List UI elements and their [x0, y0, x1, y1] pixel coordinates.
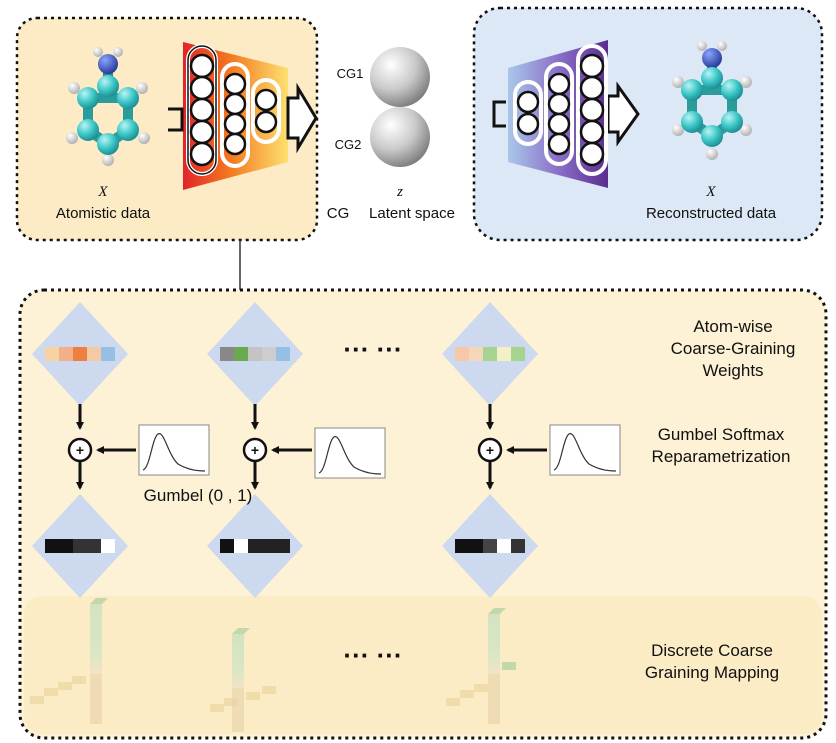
bead-label-cg2: CG2 [335, 137, 362, 152]
mapping-bars [210, 628, 276, 732]
bead-label-cg1: CG1 [337, 66, 364, 81]
row-label-line: Atom-wise [693, 317, 772, 336]
row-label-line: Discrete Coarse [651, 641, 773, 660]
sum-symbol: + [76, 442, 84, 458]
sum-symbol: + [486, 442, 494, 458]
column-1: + [30, 302, 210, 724]
decoder-variable: X [705, 184, 716, 200]
mapping-bars [30, 598, 108, 724]
onehot-vector [455, 539, 525, 553]
latent-label: Latent space [369, 205, 455, 222]
encoder-network-icon [168, 42, 318, 190]
sum-node [477, 437, 503, 463]
gumbel-plot [549, 424, 621, 476]
latent-variable: z [396, 184, 403, 200]
reconstructed-molecule-icon [672, 41, 752, 160]
row-label-line: Reparametrization [652, 447, 791, 466]
row-label-line: Weights [702, 361, 763, 380]
sum-node [67, 437, 93, 463]
gumbel-noise-label: Gumbel (0 , 1) [144, 486, 253, 505]
row-label-line: Gumbel Softmax [658, 425, 785, 444]
encoder-variable: X [97, 184, 108, 200]
weights-vector [220, 347, 290, 361]
cg-bead-2 [370, 107, 430, 167]
onehot-vector [220, 539, 290, 553]
decoder-network-icon [492, 40, 640, 188]
encoder-label: Atomistic data [56, 205, 151, 222]
weights-vector [455, 347, 525, 361]
onehot-vector [45, 539, 115, 553]
bottom-panel-fade [24, 596, 822, 734]
cg-bead-1 [370, 47, 430, 107]
ellipsis-top: ··· ··· [343, 334, 402, 364]
row-label-line: Graining Mapping [645, 663, 779, 682]
column-2: + [207, 302, 386, 732]
ellipsis-bottom: ··· ··· [343, 640, 402, 670]
sum-symbol: + [251, 442, 259, 458]
atomistic-molecule-icon [66, 47, 150, 166]
sum-node [242, 437, 268, 463]
decoder-label: Reconstructed data [646, 205, 777, 222]
cg-label: CG [327, 205, 350, 222]
column-3: + [442, 302, 621, 724]
mapping-bars [446, 608, 516, 724]
row-label-line: Coarse-Graining [671, 339, 796, 358]
gumbel-plot [138, 424, 210, 476]
weights-vector [45, 347, 115, 361]
gumbel-plot [314, 427, 386, 479]
